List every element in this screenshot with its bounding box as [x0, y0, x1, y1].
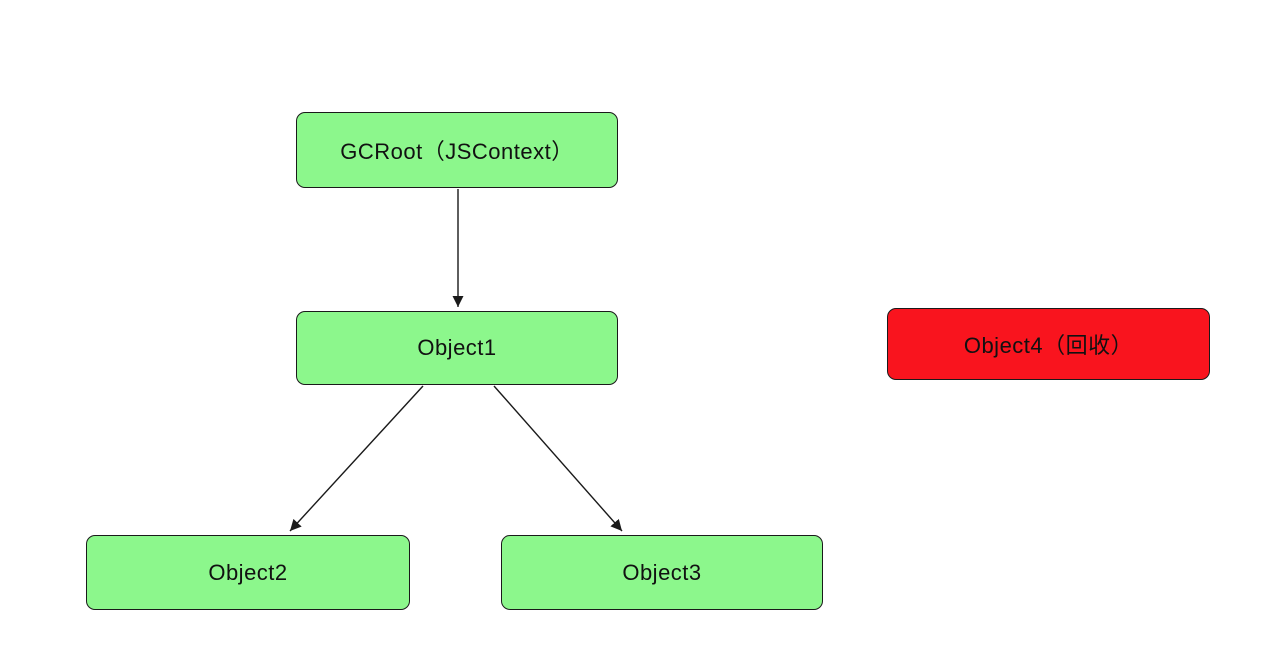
edge-object1-to-object2	[289, 385, 424, 532]
node-object3-label: Object3	[622, 559, 702, 585]
node-object4-collected: Object4（回收）	[887, 308, 1210, 380]
node-object3: Object3	[501, 535, 823, 610]
edge-object1-to-object3	[493, 385, 623, 532]
node-gcroot: GCRoot（JSContext）	[296, 112, 618, 188]
node-object1-label: Object1	[417, 335, 497, 360]
node-object1: Object1	[296, 311, 618, 385]
node-object2: Object2	[86, 535, 410, 610]
node-object2-label: Object2	[208, 559, 288, 585]
node-object4-label: Object4（回收）	[963, 333, 1134, 358]
node-gcroot-label: GCRoot（JSContext）	[340, 139, 574, 164]
